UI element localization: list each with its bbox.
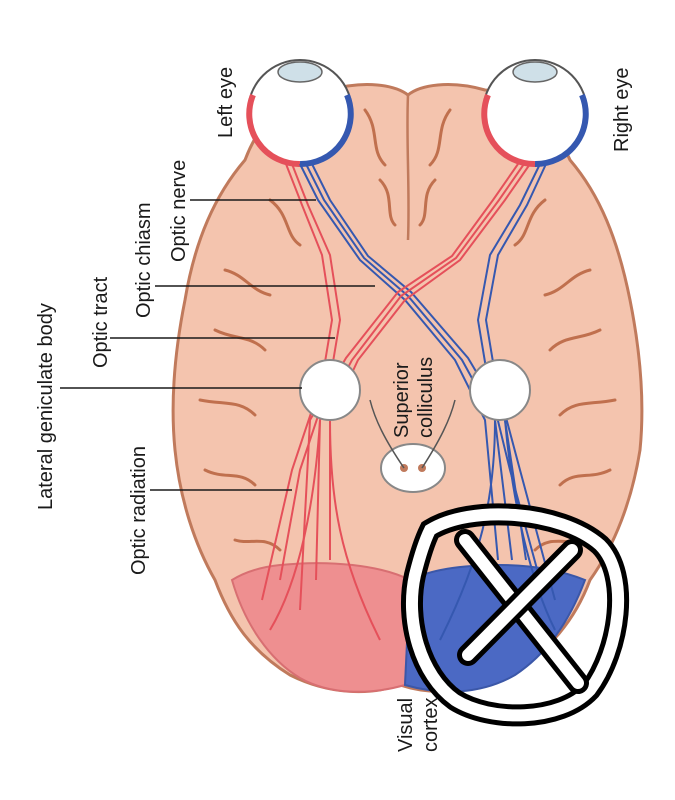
label-optic-tract: Optic tract	[90, 276, 112, 368]
label-cortex: cortex	[420, 698, 442, 752]
colliculus-branch-left	[369, 399, 405, 469]
left-visual-cortex	[230, 562, 412, 693]
label-optic-radiation: Optic radiation	[128, 446, 150, 575]
left-eye	[246, 59, 354, 168]
label-visual: Visual	[395, 698, 417, 752]
midline-fissure	[406, 94, 410, 241]
circled-x-mark-icon	[401, 503, 630, 727]
superior-colliculus	[380, 443, 446, 493]
right-eye	[481, 59, 589, 168]
label-right-eye: Right eye	[611, 68, 633, 153]
label-optic-nerve: Optic nerve	[168, 160, 190, 262]
leader-lines	[60, 199, 375, 491]
left-lateral-geniculate-body	[299, 359, 361, 421]
right-lateral-geniculate-body	[469, 359, 531, 421]
colliculus-branch-right	[421, 399, 456, 469]
label-superior: Superior	[391, 362, 413, 438]
label-left-eye: Left eye	[215, 67, 237, 138]
label-optic-chiasm: Optic chiasm	[133, 202, 155, 318]
optic-radiation-fibers	[269, 419, 556, 641]
sulci	[198, 108, 617, 552]
label-lateral-geniculate-body: Lateral geniculate body	[35, 303, 57, 510]
label-colliculus: colliculus	[415, 357, 437, 438]
